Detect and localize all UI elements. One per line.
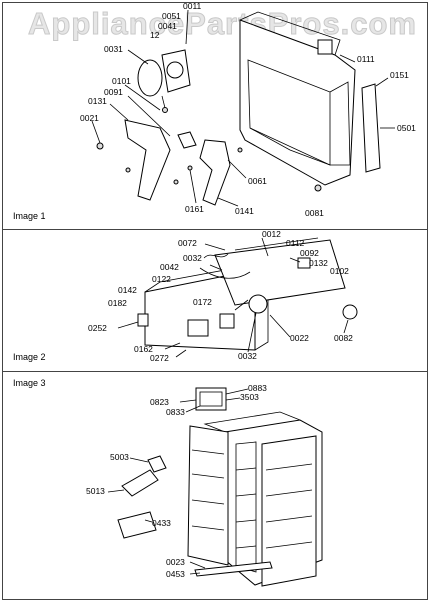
callout-label: 0111	[357, 54, 375, 64]
callout-label: 0161	[185, 204, 204, 214]
callout-label: 0072	[178, 238, 197, 248]
callout-label: 3503	[240, 392, 259, 402]
callout-label: 0101	[112, 76, 131, 86]
callout-label: 0453	[166, 569, 185, 579]
callout-label: 0032	[238, 351, 257, 361]
callout-label: 5003	[110, 452, 129, 462]
callout-label: 0252	[88, 323, 107, 333]
callout-label: 0433	[152, 518, 171, 528]
callout-label: 12	[150, 30, 160, 40]
callout-label: 0172	[193, 297, 212, 307]
image-2-labels: 0072 0012 0112 0092 0032 0042 0132 0122 …	[88, 229, 353, 363]
callout-label: 0132	[309, 258, 328, 268]
callout-label: 0141	[235, 206, 254, 216]
callout-label: 0122	[152, 274, 171, 284]
image-3-labels: 0883 3503 0823 0833 5003 5013 0433 0023 …	[86, 383, 267, 579]
callout-label: 0151	[390, 70, 409, 80]
motor-assembly-drawing	[137, 49, 191, 113]
callout-label: 0022	[290, 333, 309, 343]
callout-label: 0031	[104, 44, 123, 54]
actuator-paddles-drawing	[96, 119, 322, 206]
callout-label: 0032	[183, 253, 202, 263]
callout-label: 0082	[334, 333, 353, 343]
callout-label: 5013	[86, 486, 105, 496]
panel-title: Image 2	[13, 352, 46, 362]
callout-label: 0823	[150, 397, 169, 407]
control-board-drawing	[137, 237, 358, 351]
callout-label: 0091	[104, 87, 123, 97]
callout-label: 0023	[166, 557, 185, 567]
panel-title: Image 1	[13, 211, 46, 221]
dispenser-chute-drawing	[361, 83, 381, 173]
callout-label: 0011	[183, 1, 202, 11]
callout-label: 0051	[162, 11, 181, 21]
callout-label: 0092	[300, 248, 319, 258]
callout-label: 0041	[158, 21, 177, 31]
panel-title: Image 3	[13, 378, 46, 388]
callout-label: 0102	[330, 266, 349, 276]
callout-label: 0182	[108, 298, 127, 308]
callout-label: 0162	[134, 344, 153, 354]
callout-label: 0883	[248, 383, 267, 393]
callout-label: 0081	[305, 208, 324, 218]
callout-label: 0501	[397, 123, 416, 133]
dispenser-housing-drawing	[239, 11, 356, 186]
image-1-labels: 0011 0051 0041 12 0031 0101 0091 0131 00…	[80, 1, 416, 218]
callout-label: 0142	[118, 285, 137, 295]
callout-label: 0042	[160, 262, 179, 272]
callout-label: 0061	[248, 176, 267, 186]
callout-label: 0833	[166, 407, 185, 417]
callout-label: 0012	[262, 229, 281, 239]
callout-label: 0131	[88, 96, 107, 106]
callout-label: 0112	[286, 238, 305, 248]
callout-label: 0021	[80, 113, 99, 123]
watermark: AppliancePartsPros.com	[28, 6, 417, 42]
callout-label: 0272	[150, 353, 169, 363]
refrigerator-cabinet-drawing	[117, 387, 323, 587]
